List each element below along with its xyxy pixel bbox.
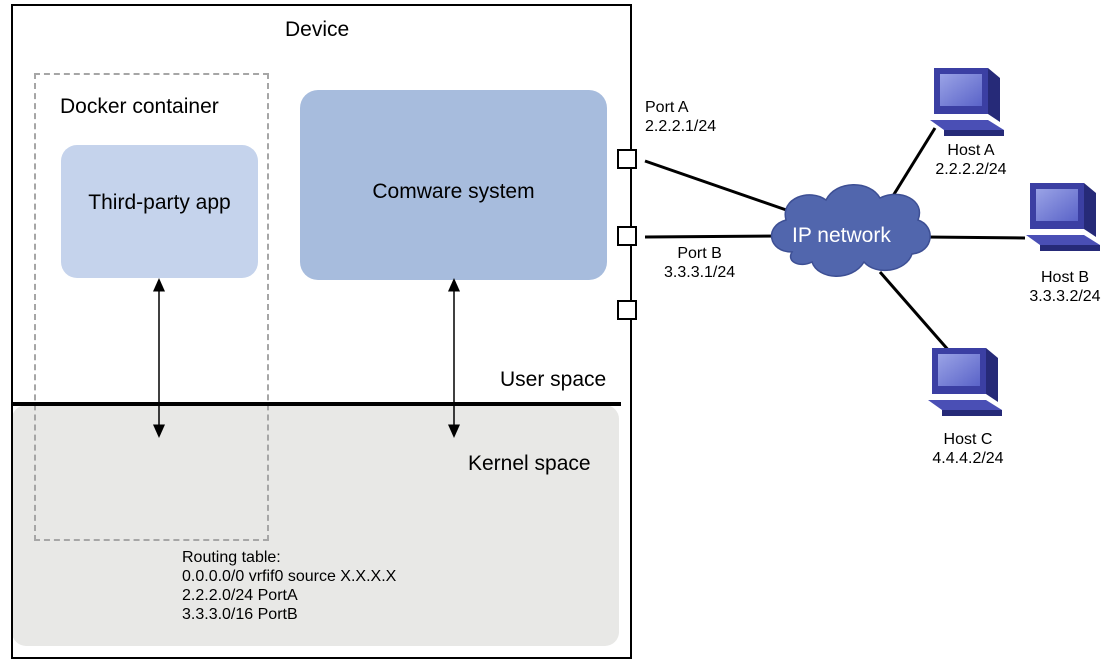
cloud-icon bbox=[770, 184, 931, 277]
host-c-name: Host C bbox=[943, 431, 993, 448]
port-a-label: Port A 2.2.2.1/24 bbox=[645, 98, 716, 136]
port-a-square bbox=[617, 149, 637, 169]
host-a-name: Host A bbox=[947, 142, 995, 159]
docker-container-title: Docker container bbox=[60, 95, 219, 118]
host-c-computer-icon bbox=[928, 348, 1002, 416]
host-b-label: Host B 3.3.3.2/24 bbox=[1020, 268, 1110, 306]
routing-table-title: Routing table: bbox=[182, 549, 281, 566]
routing-entry: 2.2.2.0/24 PortA bbox=[182, 587, 298, 604]
ip-network-label: IP network bbox=[792, 224, 891, 247]
routing-table: Routing table: 0.0.0.0/0 vrfif0 source X… bbox=[182, 548, 396, 624]
port-b-link bbox=[644, 234, 781, 239]
device-frame bbox=[11, 4, 632, 659]
host-a-link bbox=[886, 127, 937, 205]
host-b-ip: 3.3.3.2/24 bbox=[1029, 288, 1101, 305]
host-c-label: Host C 4.4.4.2/24 bbox=[923, 430, 1013, 468]
port-a-name: Port A bbox=[645, 99, 689, 116]
third-party-app-label: Third-party app bbox=[88, 190, 231, 214]
port-b-name: Port B bbox=[677, 245, 722, 262]
host-a-computer-icon bbox=[930, 68, 1004, 136]
user-space-label: User space bbox=[500, 368, 607, 391]
port-c-square bbox=[617, 300, 637, 320]
device-title: Device bbox=[285, 18, 350, 41]
user-kernel-separator bbox=[12, 402, 621, 406]
host-a-label: Host A 2.2.2.2/24 bbox=[926, 141, 1016, 179]
port-b-ip: 3.3.3.1/24 bbox=[664, 264, 736, 281]
host-c-link bbox=[878, 271, 952, 353]
comware-system-label: Comware system bbox=[372, 180, 535, 203]
host-c-ip: 4.4.4.2/24 bbox=[932, 450, 1004, 467]
routing-entry: 3.3.3.0/16 PortB bbox=[182, 606, 298, 623]
host-b-link bbox=[924, 235, 1026, 240]
port-a-ip: 2.2.2.1/24 bbox=[645, 118, 717, 135]
kernel-space-label: Kernel space bbox=[468, 452, 591, 475]
docker-container-box bbox=[34, 73, 269, 541]
port-b-square bbox=[617, 226, 637, 246]
port-a-link bbox=[644, 159, 796, 215]
comware-system-box: Comware system bbox=[300, 90, 607, 280]
host-a-ip: 2.2.2.2/24 bbox=[935, 161, 1007, 178]
third-party-app-box: Third-party app bbox=[61, 145, 258, 278]
host-b-name: Host B bbox=[1040, 269, 1089, 286]
port-b-label: Port B 3.3.3.1/24 bbox=[664, 244, 735, 282]
host-b-computer-icon bbox=[1026, 183, 1100, 251]
routing-entry: 0.0.0.0/0 vrfif0 source X.X.X.X bbox=[182, 568, 397, 585]
kernel-space-area bbox=[12, 405, 619, 646]
